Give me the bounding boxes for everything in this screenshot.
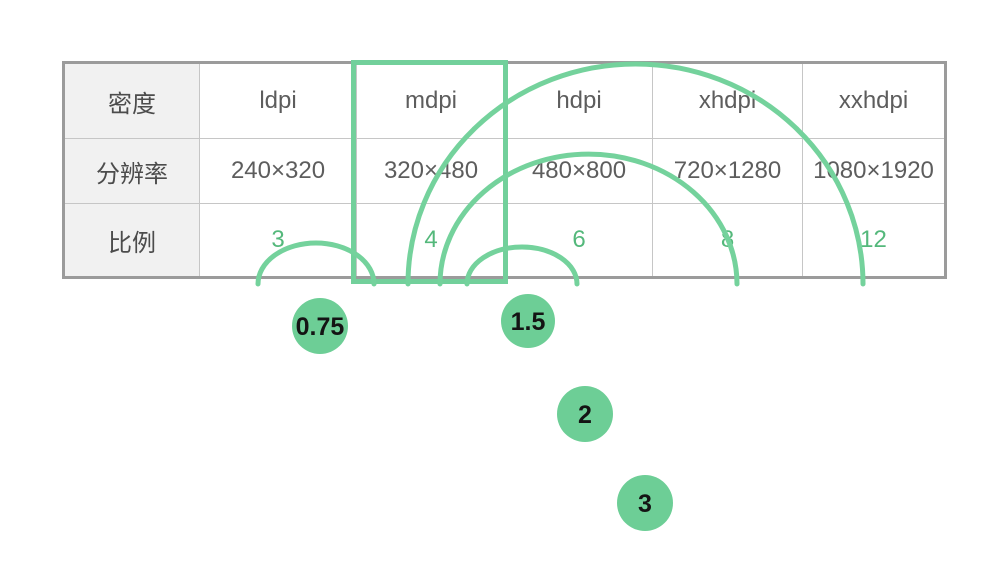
cell-density-xhdpi: xhdpi xyxy=(652,62,803,139)
cell-resolution-hdpi: 480×800 xyxy=(505,138,653,204)
cell-density-hdpi: hdpi xyxy=(505,62,653,139)
cell-resolution-ldpi: 240×320 xyxy=(199,138,357,204)
cell-resolution-xhdpi: 720×1280 xyxy=(652,138,803,204)
row-header-density: 密度 xyxy=(63,62,200,139)
cell-ratio-mdpi: 4 xyxy=(356,203,506,278)
table-row-density: 密度 ldpi mdpi hdpi xhdpi xxhdpi xyxy=(63,62,946,139)
cell-ratio-hdpi: 6 xyxy=(505,203,653,278)
cell-density-xxhdpi: xxhdpi xyxy=(802,62,946,139)
row-header-resolution: 分辨率 xyxy=(63,138,200,204)
cell-resolution-mdpi: 320×480 xyxy=(356,138,506,204)
cell-density-ldpi: ldpi xyxy=(199,62,357,139)
cell-resolution-xxhdpi: 1080×1920 xyxy=(802,138,946,204)
bubble-circle xyxy=(501,294,555,348)
cell-ratio-xxhdpi: 12 xyxy=(802,203,946,278)
scale-bubble-3: 3 xyxy=(617,475,673,531)
table-row-ratio: 比例 3 4 6 8 12 xyxy=(63,203,946,278)
bubble-label: 2 xyxy=(578,401,592,429)
bubble-label: 0.75 xyxy=(296,313,345,341)
cell-ratio-ldpi: 3 xyxy=(199,203,357,278)
cell-density-mdpi: mdpi xyxy=(356,62,506,139)
scale-bubble-2: 2 xyxy=(557,386,613,442)
row-header-ratio: 比例 xyxy=(63,203,200,278)
bubble-label: 1.5 xyxy=(511,308,546,336)
density-table: 密度 ldpi mdpi hdpi xhdpi xxhdpi 分辨率 240×3… xyxy=(62,61,947,279)
scale-bubble-0-75: 0.75 xyxy=(292,298,348,354)
bubble-circle xyxy=(557,386,613,442)
bubble-label: 3 xyxy=(638,490,652,518)
cell-ratio-xhdpi: 8 xyxy=(652,203,803,278)
bubble-circle xyxy=(292,298,348,354)
bubble-circle xyxy=(617,475,673,531)
scale-bubble-1-5: 1.5 xyxy=(501,294,555,348)
table-row-resolution: 分辨率 240×320 320×480 480×800 720×1280 108… xyxy=(63,138,946,204)
